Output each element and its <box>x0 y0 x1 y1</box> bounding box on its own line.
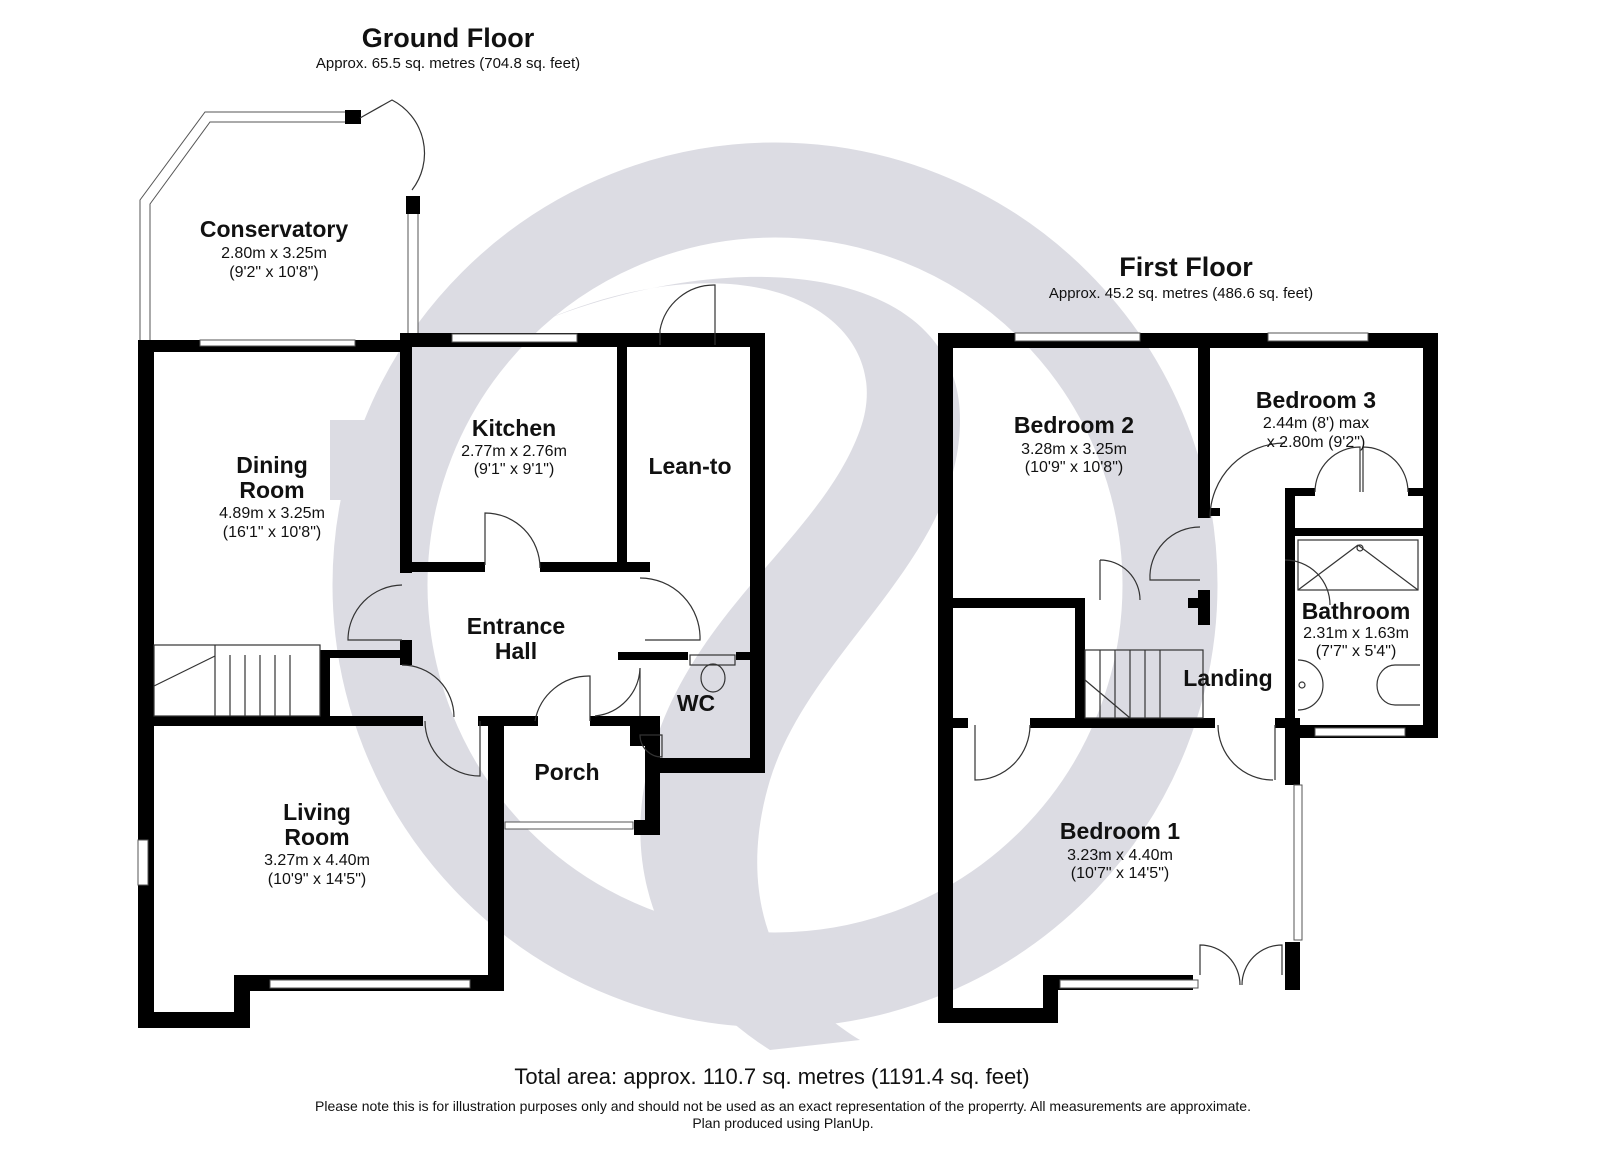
living-room-dim-ft: (10'9" x 14'5") <box>268 871 366 888</box>
first-floor-title: First Floor <box>1119 252 1253 282</box>
bedroom-1-label: Bedroom 1 <box>1060 818 1180 844</box>
kitchen-label: Kitchen <box>472 415 556 441</box>
kitchen-dim-ft: (9'1" x 9'1") <box>474 461 555 478</box>
bedroom-2-dim-ft: (10'9" x 10'8") <box>1025 459 1123 476</box>
living-room-dim-m: 3.27m x 4.40m <box>264 852 370 869</box>
total-area: Total area: approx. 110.7 sq. metres (11… <box>514 1064 1029 1089</box>
ground-floor-stairs <box>153 644 321 717</box>
first-floor-plan <box>938 332 1438 1023</box>
wc-fittings <box>639 654 736 758</box>
living-room-label-1: Living <box>283 799 351 825</box>
first-floor-area: Approx. 45.2 sq. metres (486.6 sq. feet) <box>1049 285 1313 302</box>
plan-credit: Plan produced using PlanUp. <box>692 1115 873 1131</box>
bedroom-1-dim-ft: (10'7" x 14'5") <box>1071 865 1169 882</box>
dining-room-dim-ft: (16'1" x 10'8") <box>223 524 321 541</box>
bathroom-dim-ft: (7'7" x 5'4") <box>1316 643 1397 660</box>
first-floor-stairs <box>1084 649 1204 719</box>
bedroom-3-dim-2: x 2.80m (9'2") <box>1267 434 1366 451</box>
dining-room-label-2: Room <box>239 477 304 503</box>
conservatory-dim-m: 2.80m x 3.25m <box>221 245 327 262</box>
ground-floor-plan <box>137 99 765 1028</box>
dining-room-label-1: Dining <box>236 452 308 478</box>
bedroom-3-dim-1: 2.44m (8') max <box>1263 415 1369 432</box>
entrance-hall-label-1: Entrance <box>467 613 565 639</box>
bedroom-1-dim-m: 3.23m x 4.40m <box>1067 847 1173 864</box>
first-floor-doors <box>974 442 1409 986</box>
bathroom-fittings <box>1297 539 1420 711</box>
ground-floor-doors <box>347 284 716 777</box>
landing-label: Landing <box>1183 665 1272 691</box>
bedroom-2-dim-m: 3.28m x 3.25m <box>1021 441 1127 458</box>
bathroom-dim-m: 2.31m x 1.63m <box>1303 625 1409 642</box>
bedroom-3-label: Bedroom 3 <box>1256 387 1376 413</box>
porch-label: Porch <box>534 759 599 785</box>
first-floor-walls <box>938 333 1438 1023</box>
lean-to-label: Lean-to <box>648 453 731 479</box>
conservatory-glazing <box>139 110 420 347</box>
wc-label: WC <box>677 690 715 716</box>
conservatory-door <box>359 99 426 191</box>
conservatory-dim-ft: (9'2" x 10'8") <box>229 264 319 281</box>
disclaimer-note: Please note this is for illustration pur… <box>315 1098 1251 1114</box>
dining-room-dim-m: 4.89m x 3.25m <box>219 505 325 522</box>
first-floor-windows <box>1014 332 1406 989</box>
ground-floor-area: Approx. 65.5 sq. metres (704.8 sq. feet) <box>316 55 580 72</box>
ground-floor-windows <box>137 333 634 989</box>
bedroom-2-label: Bedroom 2 <box>1014 412 1134 438</box>
kitchen-dim-m: 2.77m x 2.76m <box>461 443 567 460</box>
bathroom-label: Bathroom <box>1302 598 1411 624</box>
entrance-hall-label-2: Hall <box>495 638 537 664</box>
ground-floor-title: Ground Floor <box>362 23 535 53</box>
living-room-label-2: Room <box>284 824 349 850</box>
conservatory-label: Conservatory <box>200 216 348 242</box>
